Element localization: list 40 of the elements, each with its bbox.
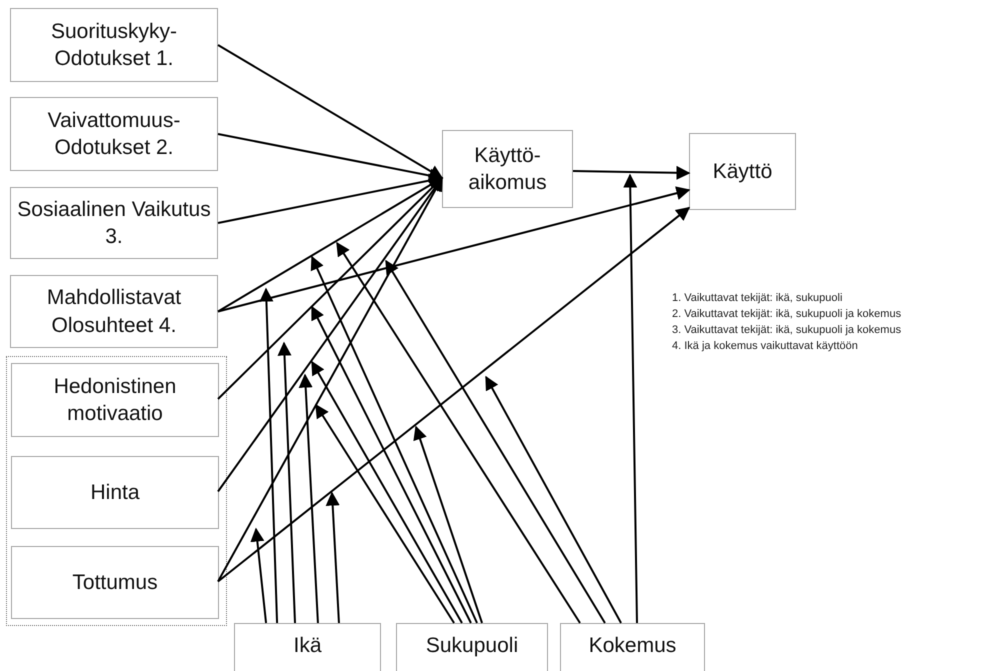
process-box: Sosiaalinen Vaikutus 3. bbox=[10, 187, 218, 259]
arrow bbox=[310, 256, 478, 624]
arrow bbox=[217, 176, 443, 400]
process-box: Kokemus bbox=[560, 623, 705, 671]
process-box: Käyttö bbox=[689, 133, 796, 210]
note-text: 3. Vaikuttavat tekijät: ikä, sukupuoli ja kokemus bbox=[672, 324, 902, 336]
arrow bbox=[311, 306, 472, 624]
process-box: Käyttö- aikomus bbox=[442, 130, 573, 208]
group-frame bbox=[6, 356, 227, 626]
process-box: Mahdollistavat Olosuhteet 4. bbox=[10, 275, 218, 348]
arrow bbox=[217, 177, 444, 312]
process-box: Sukupuoli bbox=[396, 623, 548, 671]
arrow bbox=[278, 342, 296, 624]
arrow bbox=[385, 260, 606, 624]
note-text: 2. Vaikuttavat tekijät: ikä, sukupuoli ja kokemus bbox=[672, 308, 902, 320]
arrow bbox=[572, 166, 690, 180]
process-box: Suorituskyky- Odotukset 1. bbox=[10, 8, 218, 82]
arrow bbox=[218, 174, 444, 224]
process-box: Hedonistinen motivaatio bbox=[11, 363, 219, 437]
process-box: Hinta bbox=[11, 456, 219, 529]
arrow bbox=[298, 374, 319, 624]
arrow bbox=[336, 242, 581, 624]
arrow bbox=[217, 176, 443, 582]
note-text: 4. Ikä ja kokemus vaikuttavat käyttöön bbox=[672, 340, 858, 352]
process-box: Ikä bbox=[234, 623, 381, 671]
arrow bbox=[623, 174, 638, 624]
process-box: Vaivattomuus- Odotukset 2. bbox=[10, 97, 218, 171]
arrow bbox=[315, 404, 455, 624]
arrow bbox=[259, 288, 278, 624]
arrow bbox=[218, 186, 690, 312]
arrow bbox=[250, 528, 268, 624]
note-text: 1. Vaikuttavat tekijät: ikä, sukupuoli bbox=[672, 292, 842, 304]
arrow bbox=[413, 426, 483, 624]
arrow bbox=[217, 176, 443, 492]
arrow bbox=[311, 360, 463, 624]
arrow bbox=[326, 492, 340, 624]
process-box: Tottumus bbox=[11, 546, 219, 619]
arrow bbox=[217, 44, 444, 179]
arrow bbox=[217, 206, 690, 582]
arrow bbox=[485, 376, 622, 624]
